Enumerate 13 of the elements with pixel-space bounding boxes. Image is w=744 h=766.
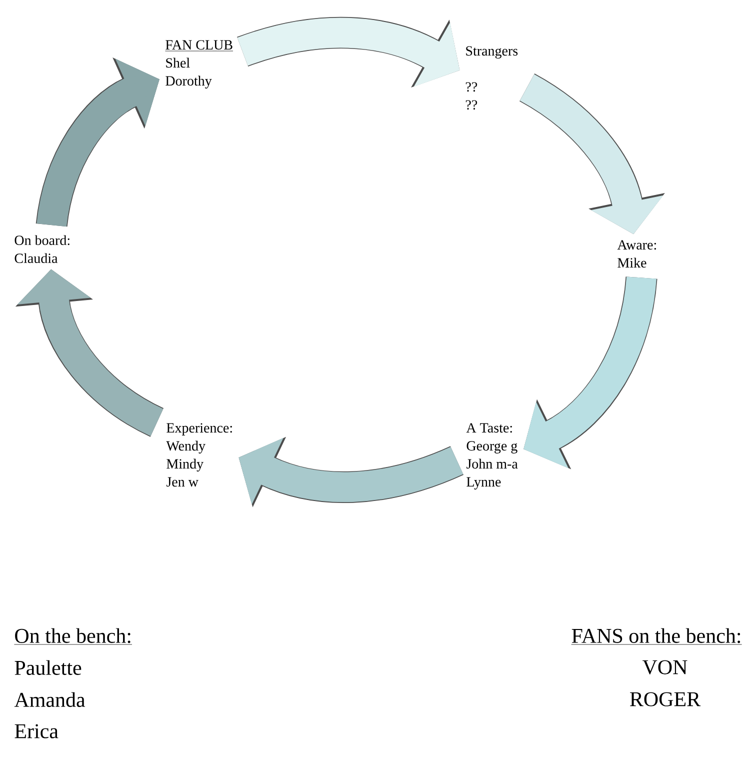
stage-text: On board: Claudia bbox=[14, 235, 70, 264]
stage-text: A Taste: George g John m-a Lynne bbox=[466, 423, 518, 490]
stage-text: Aware: Mike bbox=[617, 240, 656, 268]
list-heading: FANS on the bench: bbox=[571, 628, 742, 645]
name-text: Amanda bbox=[14, 692, 86, 707]
name-text: VON bbox=[642, 660, 688, 674]
stage-text: FAN CLUB Shel Dorothy bbox=[165, 40, 234, 88]
name-text: Erica bbox=[14, 724, 58, 738]
list-heading: On the bench: bbox=[14, 628, 132, 645]
name-text: ROGER bbox=[630, 692, 701, 706]
name-text: Paulette bbox=[14, 660, 82, 675]
stage-text: Strangers ?? ?? bbox=[466, 46, 518, 110]
stage-text: Experience: Wendy Mindy Jen w bbox=[166, 423, 232, 487]
